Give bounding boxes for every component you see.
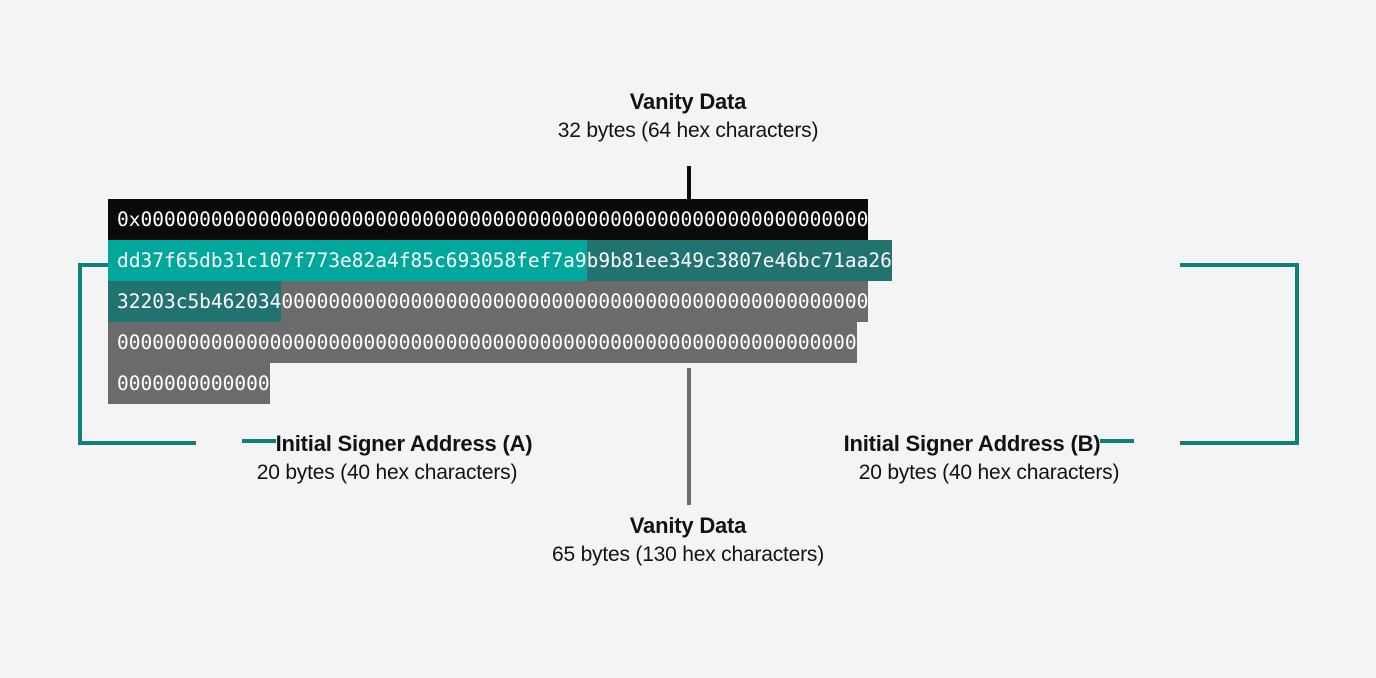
signer-a-title-text: Initial Signer Address (A): [275, 431, 533, 456]
signer-b-subtitle: 20 bytes (40 hex characters): [858, 461, 1120, 484]
vanity-top-connector-line: [687, 166, 691, 202]
hex-row: 32203c5b462034 0000000000000000000000000…: [108, 281, 1268, 322]
hex-segment-signer-a: dd37f65db31c107f773e82a4f85c693058fef7a9: [108, 240, 587, 281]
vanity-bottom-connector-line: [687, 368, 691, 505]
hex-data-block: 0x00000000000000000000000000000000000000…: [108, 199, 1268, 404]
signer-a-label: Initial Signer Address (A) 20 bytes (40 …: [187, 430, 587, 488]
hex-row: 0x00000000000000000000000000000000000000…: [108, 199, 1268, 240]
vanity-data-top-subtitle: 32 bytes (64 hex characters): [557, 119, 819, 142]
signer-a-subtitle: 20 bytes (40 hex characters): [256, 461, 518, 484]
hex-segment-signer-b-part1: b9b81ee349c3807e46bc71aa26: [586, 240, 892, 281]
hex-row: 0000000000000000000000000000000000000000…: [108, 322, 1268, 363]
signer-b-title: Initial Signer Address (B): [789, 430, 1189, 458]
hex-row: 0000000000000: [108, 363, 1268, 404]
signer-b-label: Initial Signer Address (B) 20 bytes (40 …: [789, 430, 1189, 488]
vanity-data-bottom-label: Vanity Data 65 bytes (130 hex characters…: [488, 512, 888, 570]
signer-b-title-text: Initial Signer Address (B): [843, 431, 1101, 456]
bracket-stub-right-icon: [1100, 439, 1135, 444]
vanity-data-top-title: Vanity Data: [629, 89, 747, 114]
vanity-data-bottom-subtitle: 65 bytes (130 hex characters): [551, 543, 824, 566]
hex-segment-vanity-prefix: 0x00000000000000000000000000000000000000…: [108, 199, 869, 240]
vanity-data-bottom-title: Vanity Data: [629, 513, 747, 538]
bracket-stub-left-icon: [241, 439, 276, 444]
hex-segment-vanity-tail: 0000000000000000000000000000000000000000…: [108, 322, 857, 363]
hex-segment-vanity-tail: 0000000000000: [108, 363, 270, 404]
hex-row: dd37f65db31c107f773e82a4f85c693058fef7a9…: [108, 240, 1268, 281]
hex-segment-signer-b-part2: 32203c5b462034: [108, 281, 282, 322]
signer-a-title: Initial Signer Address (A): [187, 430, 587, 458]
hex-segment-vanity-tail: 0000000000000000000000000000000000000000…: [281, 281, 869, 322]
vanity-data-top-label: Vanity Data 32 bytes (64 hex characters): [488, 88, 888, 146]
